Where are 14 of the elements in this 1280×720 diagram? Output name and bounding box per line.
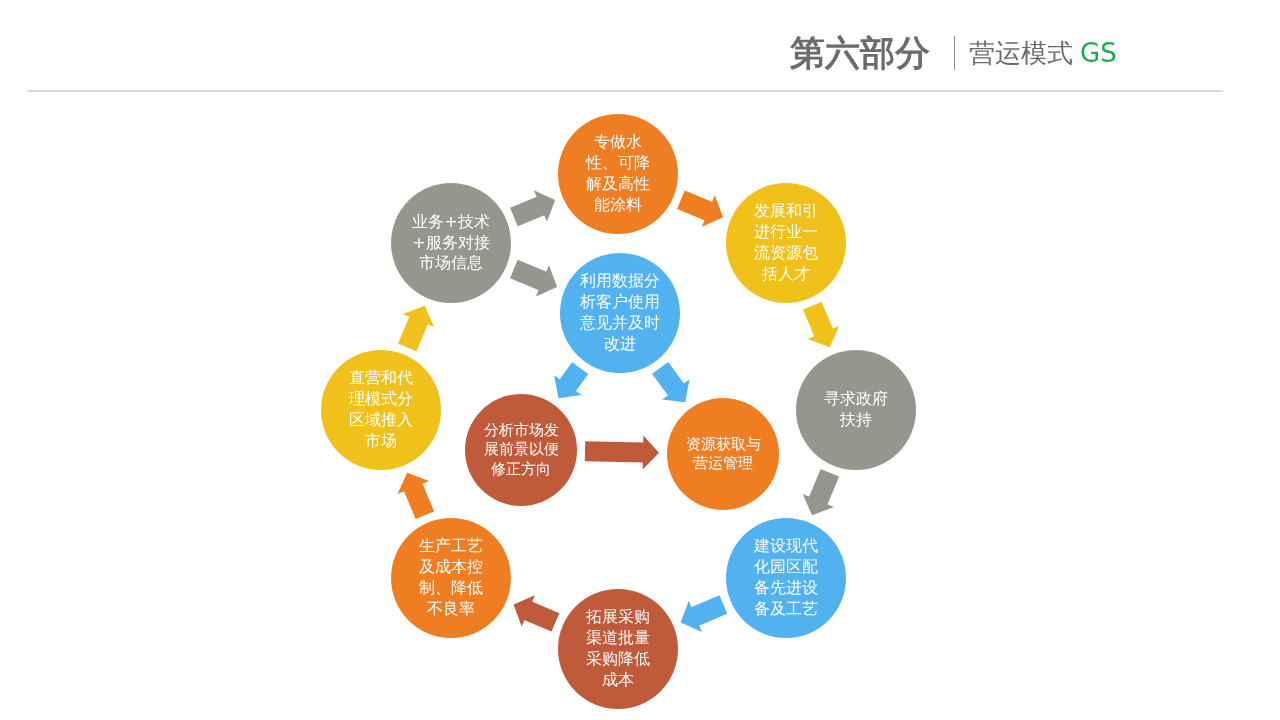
step-text: 寻求政府扶持 — [823, 389, 889, 431]
step-text: 建设现代化园区配备先进设备及工艺 — [753, 536, 819, 620]
step-text: 资源获取与营运管理 — [684, 434, 762, 474]
section-subtitle: 营运模式 — [969, 36, 1073, 70]
step-text: 利用数据分析客户使用意见并及时改进 — [579, 271, 661, 355]
step-text: 直营和代理模式分区域推入市场 — [348, 368, 414, 452]
step-text: 拓展采购渠道批量采购降低成本 — [585, 607, 651, 691]
subtitle-tag: GS — [1080, 38, 1117, 68]
step-text: 业务+技术+服务对接市场信息 — [411, 211, 491, 275]
step-text: 分析市场发展前景以便修正方向 — [482, 420, 560, 480]
step-text: 专做水性、可降解及高性能涂料 — [584, 132, 651, 216]
step-text: 生产工艺及成本控制、降低不良率 — [418, 536, 484, 620]
section-title: 第六部分 — [790, 31, 930, 75]
step-text: 发展和引进行业一流资源包括人才 — [753, 201, 819, 285]
